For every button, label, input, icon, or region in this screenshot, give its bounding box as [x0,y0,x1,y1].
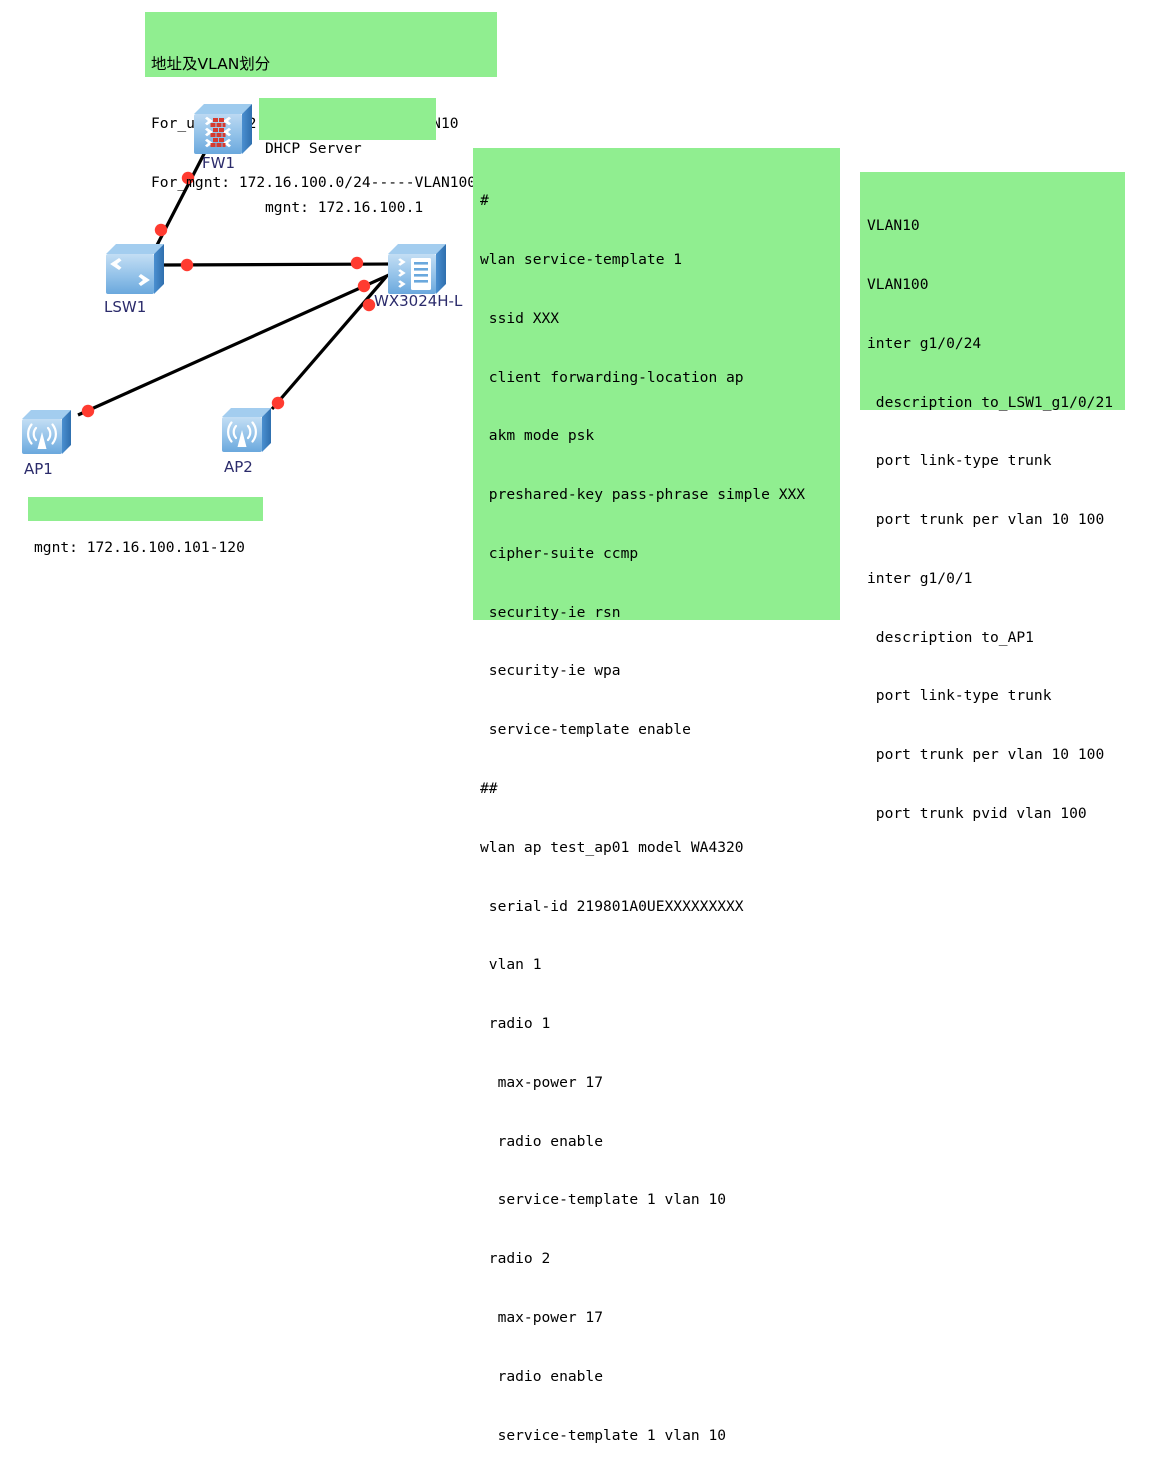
device-node-fw1[interactable]: FW1 [186,96,256,172]
device-label-fw1: FW1 [202,154,236,172]
note-switch-config-line: port link-type trunk [867,687,1052,705]
endpoint-marker [81,404,95,418]
device-label-wx3024h-l: WX3024H-L [374,292,463,310]
note-wlan-config-line: service-template 1 vlan 10 [480,1426,727,1444]
device-node-lsw1[interactable]: LSW1 [98,236,168,316]
note-switch-config-line: description to_LSW1_g1/0/21 [867,393,1114,411]
note-switch-config-line: VLAN100 [867,275,929,293]
access-point-icon [222,408,271,452]
endpoint-marker [180,258,194,272]
device-node-wx3024h-l[interactable]: WX3024H-L [374,236,462,310]
note-wlan-config-line: cipher-suite ccmp [480,544,639,562]
note-dhcp-line-1: DHCP Server [265,140,362,158]
note-switch-config-line: port link-type trunk [867,452,1052,470]
device-label-lsw1: LSW1 [104,298,147,316]
endpoint-marker [350,256,364,270]
note-wlan-config-line: security-ie wpa [480,662,621,680]
device-node-ap1[interactable]: AP1 [16,404,76,478]
note-switch-config-line: inter g1/0/1 [867,569,973,587]
note-wlan-config-line: radio enable [480,1367,604,1385]
note-wlan-config-line: preshared-key pass-phrase simple XXX [480,486,806,504]
endpoint-marker [357,279,371,293]
note-switch-config-line: inter g1/0/24 [867,334,982,352]
note-wlan-config-line: client forwarding-location ap [480,368,744,386]
device-label-ap1: AP1 [24,460,53,478]
note-dhcp-line-2: mgnt: 172.16.100.1 [265,198,424,216]
note-switch-config-line: port trunk per vlan 10 100 [867,511,1105,529]
note-wlan-config: # wlan service-template 1 ssid XXX clien… [473,148,840,1444]
note-wlan-config-line: akm mode psk [480,427,595,445]
note-wlan-config-line: max-power 17 [480,1073,604,1091]
switch-icon [106,244,164,294]
note-switch-config: VLAN10 VLAN100 inter g1/0/24 description… [860,172,1125,822]
link-wx-ap1 [77,273,390,417]
note-wlan-config-line: # [480,192,489,210]
note-wlan-config-line: vlan 1 [480,956,542,974]
firewall-icon [194,104,252,154]
link-lsw1-wx [162,262,393,267]
note-dhcp-server: DHCP Server mgnt: 172.16.100.1 [259,98,436,216]
access-point-icon [22,410,71,454]
note-vlan-plan-line-2: For_mgnt: 172.16.100.0/24-----VLAN100 [151,173,477,191]
note-wlan-config-line: radio enable [480,1132,604,1150]
diagram-canvas: 地址及VLAN划分 For_user:192.168.10.0/24-----V… [16,12,1125,1444]
note-wlan-config-line: wlan service-template 1 [480,250,683,268]
note-wlan-config-line: radio 2 [480,1250,551,1268]
note-wlan-config-line: service-template enable [480,721,691,739]
note-vlan-plan: 地址及VLAN划分 For_user:192.168.10.0/24-----V… [145,12,497,191]
note-wlan-config-line: security-ie rsn [480,603,621,621]
note-wlan-config-line: radio 1 [480,1015,551,1033]
wireless-controller-icon [388,244,446,294]
device-label-ap2: AP2 [224,458,253,476]
note-wlan-config-line: service-template 1 vlan 10 [480,1191,727,1209]
note-switch-config-line: port trunk per vlan 10 100 [867,746,1105,764]
note-ap-management-range: mgnt: 172.16.100.101-120 [28,497,263,556]
note-vlan-plan-heading: 地址及VLAN划分 [151,55,271,74]
link-wx-ap2 [270,275,388,411]
device-node-ap2[interactable]: AP2 [216,402,276,476]
note-switch-config-line: description to_AP1 [867,628,1034,646]
note-switch-config-line: port trunk pvid vlan 100 [867,805,1087,822]
note-wlan-config-line: max-power 17 [480,1309,604,1327]
note-wlan-config-line: ## [480,780,498,797]
note-ap-mgnt-line-1: mgnt: 172.16.100.101-120 [34,539,245,557]
note-switch-config-line: VLAN10 [867,217,920,235]
note-wlan-config-line: serial-id 219801A0UEXXXXXXXXX [480,897,744,915]
note-wlan-config-line: ssid XXX [480,309,560,327]
note-wlan-config-line: wlan ap test_ap01 model WA4320 [480,838,744,856]
